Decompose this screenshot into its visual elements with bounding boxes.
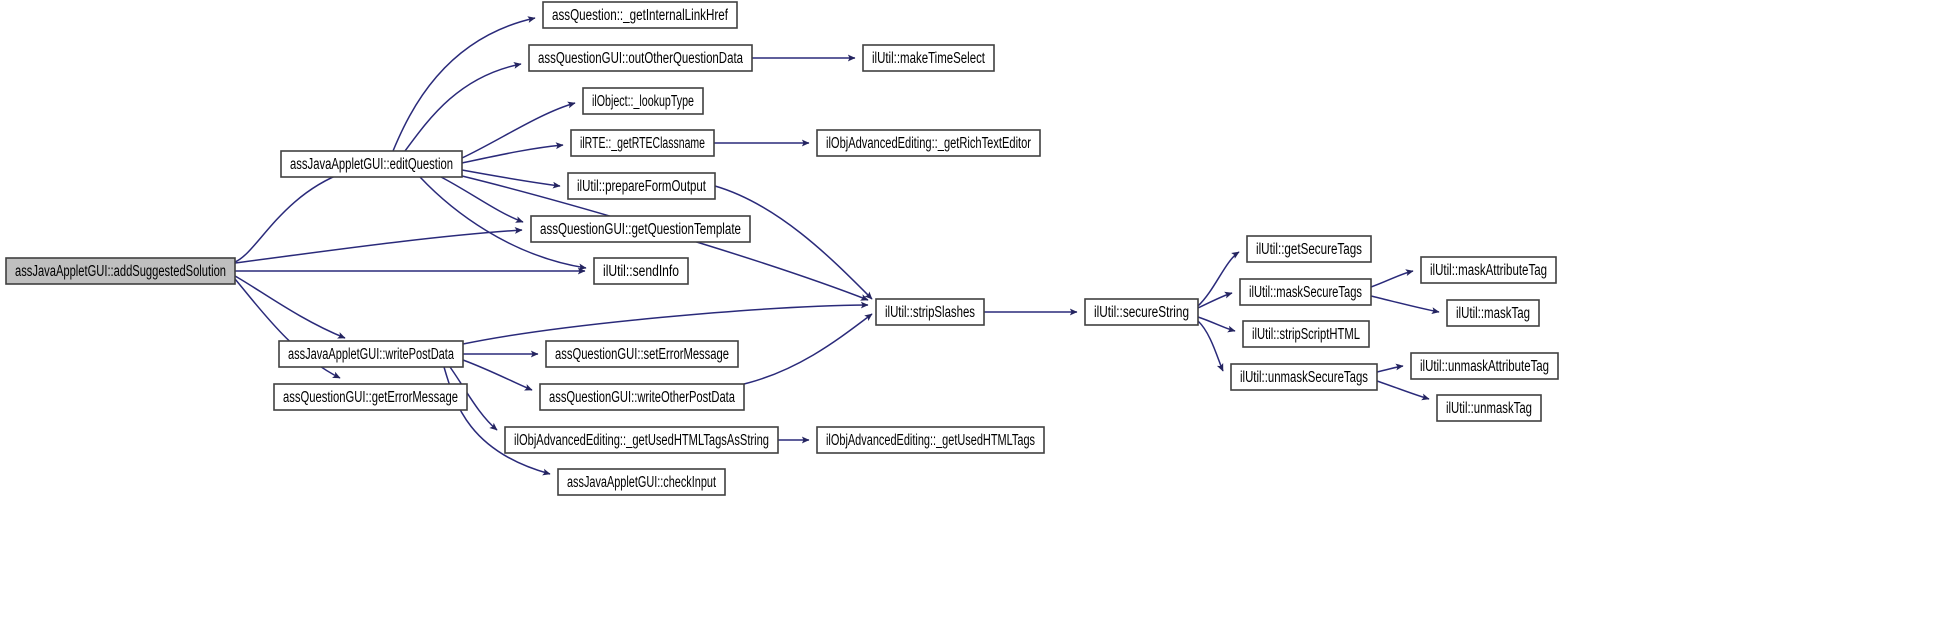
- node-box[interactable]: [862, 44, 995, 72]
- graph-node-maskAttributeTag[interactable]: ilUtil::maskAttributeTag: [1420, 256, 1557, 284]
- call-edge-unmaskSecureTags-to-unmaskAttributeTag: [1376, 363, 1404, 373]
- graph-node-unmaskSecureTags[interactable]: ilUtil::unmaskSecureTags: [1230, 363, 1378, 391]
- node-box[interactable]: [582, 87, 704, 115]
- call-edge-secureString-to-stripScriptHTML: [1197, 316, 1236, 333]
- node-box[interactable]: [1084, 298, 1199, 326]
- node-box[interactable]: [1230, 363, 1378, 391]
- node-box[interactable]: [280, 150, 463, 178]
- graph-node-getRichTextEditor[interactable]: ilObjAdvancedEditing::_getRichTextEditor: [816, 129, 1041, 157]
- call-edge-writePostData-to-writeOtherPostData: [462, 359, 533, 391]
- call-edge-writePostData-to-getUsedHTMLTagsAsString: [449, 366, 498, 431]
- call-edge-unmaskSecureTags-to-unmaskTag: [1376, 380, 1430, 401]
- call-edge-editQuestion-to-outOtherQuestionData: [404, 62, 522, 152]
- graph-node-maskTag[interactable]: ilUtil::maskTag: [1446, 299, 1540, 327]
- node-box[interactable]: [1446, 299, 1540, 327]
- call-edge-prepareFormOutput-to-stripSlashes: [714, 185, 873, 300]
- graph-node-setErrorMessage[interactable]: assQuestionGUI::setErrorMessage: [545, 340, 739, 368]
- call-edge-secureString-to-maskSecureTags: [1197, 291, 1233, 309]
- node-box[interactable]: [5, 257, 236, 285]
- node-box[interactable]: [567, 172, 716, 200]
- graph-node-stripScriptHTML[interactable]: ilUtil::stripScriptHTML: [1242, 320, 1370, 348]
- graph-node-secureString[interactable]: ilUtil::secureString: [1084, 298, 1199, 326]
- node-box[interactable]: [542, 1, 738, 29]
- node-box[interactable]: [1242, 320, 1370, 348]
- call-edge-editQuestion-to-getQuestionTemplate: [440, 176, 524, 223]
- node-box[interactable]: [1239, 278, 1372, 306]
- graph-node-lookupType[interactable]: ilObject::_lookupType: [582, 87, 704, 115]
- call-edge-secureString-to-getSecureTags: [1197, 251, 1240, 307]
- call-edge-editQuestion-to-getRTEClassname: [461, 142, 564, 164]
- call-edge-maskSecureTags-to-maskTag: [1370, 295, 1440, 315]
- graph-node-writePostData[interactable]: assJavaAppletGUI::writePostData: [278, 340, 464, 368]
- graph-node-getSecureTags[interactable]: ilUtil::getSecureTags: [1246, 235, 1372, 263]
- call-edge-editQuestion-to-sendInfo: [419, 176, 587, 271]
- graph-node-sendInfo[interactable]: ilUtil::sendInfo: [593, 257, 689, 285]
- call-edge-maskSecureTags-to-maskAttributeTag: [1370, 269, 1414, 288]
- graph-node-addSuggestedSolution[interactable]: assJavaAppletGUI::addSuggestedSolution: [5, 257, 236, 285]
- graph-node-unmaskAttributeTag[interactable]: ilUtil::unmaskAttributeTag: [1410, 352, 1559, 380]
- graph-node-getUsedHTMLTagsAsString[interactable]: ilObjAdvancedEditing::_getUsedHTMLTagsAs…: [504, 426, 779, 454]
- call-edge-editQuestion-to-prepareFormOutput: [461, 169, 561, 189]
- node-box[interactable]: [539, 383, 745, 411]
- node-box[interactable]: [278, 340, 464, 368]
- node-box[interactable]: [570, 129, 715, 157]
- node-box[interactable]: [1410, 352, 1559, 380]
- call-edge-writePostData-to-stripSlashes: [462, 301, 869, 345]
- graph-node-unmaskTag[interactable]: ilUtil::unmaskTag: [1436, 394, 1542, 422]
- call-edge-addSuggestedSolution-to-writePostData: [234, 275, 346, 339]
- node-box[interactable]: [528, 44, 753, 72]
- node-box[interactable]: [530, 215, 751, 243]
- call-edge-secureString-to-unmaskSecureTags: [1197, 320, 1224, 372]
- call-edge-addSuggestedSolution-to-getQuestionTemplate: [234, 227, 523, 264]
- node-box[interactable]: [875, 298, 985, 326]
- node-layer: assJavaAppletGUI::addSuggestedSolutionas…: [5, 1, 1559, 496]
- node-box[interactable]: [1420, 256, 1557, 284]
- graph-node-getUsedHTMLTags[interactable]: ilObjAdvancedEditing::_getUsedHTMLTags: [816, 426, 1045, 454]
- node-box[interactable]: [504, 426, 779, 454]
- node-box[interactable]: [545, 340, 739, 368]
- node-box[interactable]: [1436, 394, 1542, 422]
- graph-node-makeTimeSelect[interactable]: ilUtil::makeTimeSelect: [862, 44, 995, 72]
- call-edge-writePostData-to-checkInput: [443, 366, 551, 476]
- graph-node-getQuestionTemplate[interactable]: assQuestionGUI::getQuestionTemplate: [530, 215, 751, 243]
- call-edge-addSuggestedSolution-to-editQuestion: [234, 171, 346, 263]
- graph-node-getRTEClassname[interactable]: ilRTE::_getRTEClassname: [570, 129, 715, 157]
- call-edge-editQuestion-to-lookupType: [461, 101, 576, 159]
- graph-node-checkInput[interactable]: assJavaAppletGUI::checkInput: [557, 468, 726, 496]
- graph-node-prepareFormOutput[interactable]: ilUtil::prepareFormOutput: [567, 172, 716, 200]
- node-box[interactable]: [557, 468, 726, 496]
- graph-node-getInternalLinkHref[interactable]: assQuestion::_getInternalLinkHref: [542, 1, 738, 29]
- node-box[interactable]: [816, 129, 1041, 157]
- graph-node-editQuestion[interactable]: assJavaAppletGUI::editQuestion: [280, 150, 463, 178]
- node-box[interactable]: [1246, 235, 1372, 263]
- node-box[interactable]: [273, 383, 468, 411]
- graph-node-getErrorMessage[interactable]: assQuestionGUI::getErrorMessage: [273, 383, 468, 411]
- call-edge-editQuestion-to-getInternalLinkHref: [392, 16, 536, 152]
- graph-node-outOtherQuestionData[interactable]: assQuestionGUI::outOtherQuestionData: [528, 44, 753, 72]
- call-edge-writeOtherPostData-to-stripSlashes: [743, 313, 873, 385]
- call-edge-addSuggestedSolution-to-getErrorMessage: [234, 278, 341, 379]
- graph-node-stripSlashes[interactable]: ilUtil::stripSlashes: [875, 298, 985, 326]
- node-box[interactable]: [593, 257, 689, 285]
- graph-node-maskSecureTags[interactable]: ilUtil::maskSecureTags: [1239, 278, 1372, 306]
- node-box[interactable]: [816, 426, 1045, 454]
- graph-node-writeOtherPostData[interactable]: assQuestionGUI::writeOtherPostData: [539, 383, 745, 411]
